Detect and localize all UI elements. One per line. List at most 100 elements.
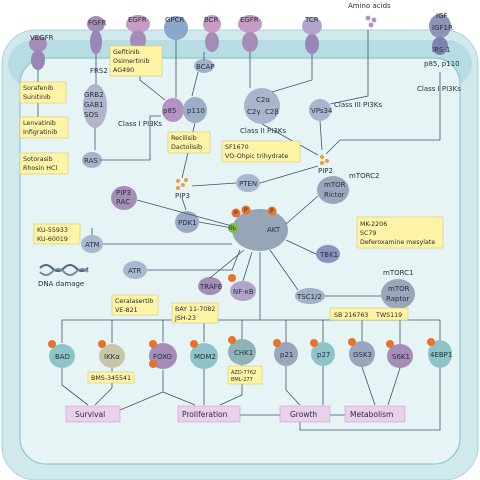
drug-sc79: SC79 bbox=[360, 230, 376, 237]
bcap-protein: BCAP bbox=[194, 59, 215, 73]
class-2-pi3k: C2α C2γ C2β Class II PI3Ks bbox=[240, 88, 286, 135]
label-c2a: C2α bbox=[256, 96, 270, 104]
label-rictor: Rictor bbox=[324, 191, 345, 199]
nfkb-protein: NF-κB bbox=[228, 274, 256, 301]
label-grb2: GRB2 bbox=[84, 91, 104, 99]
drug-sf1670: SF1670 bbox=[225, 144, 249, 151]
receptor-egfr-right: EGFR bbox=[238, 15, 262, 52]
effector-p21: p21 bbox=[273, 339, 298, 366]
label-4ebp1: 4EBP1 bbox=[430, 351, 452, 359]
pip2-lipid: PIP2 bbox=[318, 155, 333, 175]
label-sos: SOS bbox=[84, 111, 99, 119]
receptor-bcr: BCR bbox=[203, 15, 221, 52]
label-c2b: C2β bbox=[265, 108, 279, 116]
label-ras: RAS bbox=[84, 157, 98, 165]
label-nfkb: NF-κB bbox=[233, 288, 254, 296]
dna-damage: DNA damage bbox=[38, 264, 89, 288]
label-s6k1: S6K1 bbox=[392, 353, 410, 361]
drug-sb216763: SB 216763 bbox=[334, 312, 368, 319]
akt-phospho-1: P bbox=[234, 210, 238, 217]
pip3-lipid: PIP3 bbox=[175, 178, 190, 200]
effector-ikka: IKKα bbox=[98, 340, 125, 368]
drug-box-vegfr: Sorafenib Sunitinib bbox=[19, 81, 67, 104]
grb2-gab1-sos-complex: GRB2 GAB1 SOS bbox=[83, 84, 107, 128]
drug-mk2206: MK-2206 bbox=[360, 221, 387, 228]
drug-bml277: BML-277 bbox=[231, 377, 253, 383]
label-growth: Growth bbox=[290, 410, 317, 419]
drug-infigratinib: Infigratinib bbox=[23, 129, 57, 136]
label-class1-right: Class I PI3Ks bbox=[417, 85, 461, 93]
label-akt: AKT bbox=[267, 226, 281, 234]
label-amino-acids: Amino acids bbox=[348, 2, 391, 10]
drug-bay11: BAY 11-7082 bbox=[175, 306, 215, 313]
akt-phospho-2: P bbox=[244, 207, 248, 214]
label-bad: BAD bbox=[55, 353, 70, 361]
effector-bad: BAD bbox=[48, 340, 75, 368]
drug-box-gsk3: SB 216763 TWS119 bbox=[329, 307, 409, 321]
atm-protein: ATM bbox=[81, 235, 103, 253]
label-tcr: TCR bbox=[304, 16, 319, 24]
label-ikka: IKKα bbox=[104, 353, 120, 361]
mtorc1-complex: mTOR Raptor mTORC1 bbox=[381, 269, 415, 309]
atr-protein: ATR bbox=[123, 261, 147, 279]
drug-box-atm: KU-55933 KU-60019 bbox=[33, 223, 81, 245]
label-vps34: VPs34 bbox=[311, 107, 333, 115]
label-p27: p27 bbox=[317, 351, 330, 359]
drug-box-nfkb: BAY 11-7082 JSH-23 bbox=[171, 302, 219, 324]
class-1-pi3k: p85 p110 Class I PI3Ks bbox=[118, 97, 207, 128]
drug-recilisib: Recilisib bbox=[171, 135, 197, 142]
label-frs2: FRS2 bbox=[90, 67, 108, 75]
drug-tws119: TWS119 bbox=[375, 312, 402, 319]
receptor-tcr: TCR bbox=[302, 16, 322, 54]
label-egfr-left: EGFR bbox=[128, 16, 147, 24]
drug-ve821: VE-821 bbox=[115, 307, 138, 314]
class-3-pi3k: VPs34 Class III PI3Ks bbox=[309, 99, 382, 121]
label-chk1: CHK1 bbox=[234, 349, 253, 357]
drug-sunitinib: Sunitinib bbox=[23, 94, 51, 101]
receptor-egfr-left: EGFR bbox=[126, 15, 150, 50]
drug-box-ras: Sotorasib Rhosin HCl bbox=[19, 152, 69, 175]
drug-azd7762: AZD-7762 bbox=[231, 370, 256, 376]
drug-osimertinib: Osimertinib bbox=[113, 58, 150, 65]
label-traf6: TRAF6 bbox=[199, 283, 223, 291]
label-bcap: BCAP bbox=[196, 63, 215, 71]
akt-protein: P P P Ub AKT bbox=[228, 205, 288, 251]
effector-s6k1: S6K1 bbox=[386, 340, 413, 368]
drug-ku55933: KU-55933 bbox=[37, 227, 68, 234]
label-pdk1: PDK1 bbox=[178, 219, 197, 227]
effector-mdm2: MDM2 bbox=[190, 340, 218, 369]
effector-p27: p27 bbox=[310, 339, 335, 366]
effector-gsk3: GSK3 bbox=[348, 338, 375, 367]
drug-ceralasertib: Ceralasertib bbox=[115, 298, 153, 305]
drug-rhosin: Rhosin HCl bbox=[23, 165, 57, 172]
outcome-metabolism: Metabolism bbox=[344, 405, 406, 423]
drug-box-akt: MK-2206 SC79 Deferoxamine mesylate bbox=[356, 216, 444, 249]
label-pip3-rac-2: RAC bbox=[116, 198, 130, 206]
label-bcr: BCR bbox=[204, 16, 219, 24]
drug-sorafenib: Sorafenib bbox=[23, 85, 53, 92]
amino-acids: Amino acids bbox=[348, 2, 391, 28]
label-class3: Class III PI3Ks bbox=[334, 101, 382, 109]
label-class2: Class II PI3Ks bbox=[240, 127, 286, 135]
outcome-proliferation: Proliferation bbox=[177, 405, 241, 423]
label-mdm2: MDM2 bbox=[194, 353, 216, 361]
outcome-growth: Growth bbox=[279, 405, 331, 423]
label-egfr-right: EGFR bbox=[240, 16, 259, 24]
label-p85-p110-right: p85, p110 bbox=[424, 60, 460, 68]
receptor-gpcr: GPCR bbox=[164, 16, 188, 40]
label-atr: ATR bbox=[128, 267, 142, 275]
label-mtor-2: mTOR bbox=[324, 181, 346, 189]
ras-protein: RAS bbox=[82, 152, 102, 168]
label-dna-damage: DNA damage bbox=[38, 280, 84, 288]
label-irs1: IRS-1 bbox=[432, 46, 450, 54]
effector-chk1: CHK1 bbox=[228, 336, 256, 365]
label-foxo: FOXO bbox=[153, 353, 172, 361]
mtorc2-complex: mTOR Rictor mTORC2 bbox=[317, 172, 379, 204]
receptor-fgfr: FGFR bbox=[87, 16, 106, 54]
drug-box-atr: Ceralasertib VE-821 bbox=[111, 294, 159, 316]
receptor-vegfr: VEGFR bbox=[29, 34, 54, 70]
label-p21: p21 bbox=[280, 351, 293, 359]
label-gab1: GAB1 bbox=[84, 101, 103, 109]
label-gpcr: GPCR bbox=[165, 16, 185, 24]
